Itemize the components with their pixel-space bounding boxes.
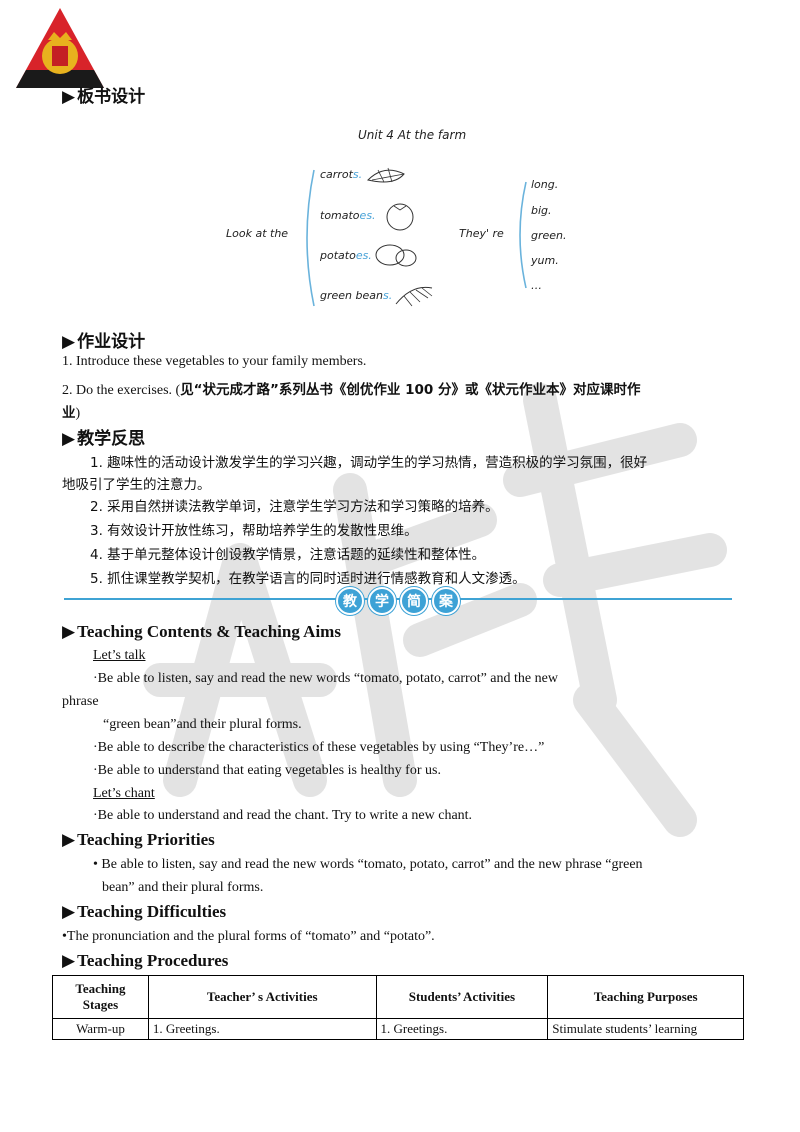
banner-char: 教 <box>336 587 364 615</box>
triangle-bullet-icon: ▶ <box>62 332 76 351</box>
potato-sketch-icon <box>375 244 417 267</box>
reflection-item-1: 1. 趣味性的活动设计激发学生的学习兴趣，调动学生的学习热情，营造积极的学习氛围… <box>90 455 648 471</box>
reflection-item-5: 5. 抓住课堂教学契机，在教学语言的同时适时进行情感教育和人文渗透。 <box>90 571 526 587</box>
priorities-heading: ▶Teaching Priorities <box>62 830 215 849</box>
table-cell: 1. Greetings. <box>375 1018 549 1040</box>
board-adj-long: long. <box>531 178 559 191</box>
talk-line-1-cont: phrase <box>62 694 99 709</box>
triangle-bullet-icon: ▶ <box>62 429 76 448</box>
board-look-at-the: Look at the <box>226 227 289 240</box>
right-brace-icon <box>519 181 527 289</box>
contents-heading: ▶Teaching Contents & Teaching Aims <box>62 622 341 641</box>
banner-char: 学 <box>368 587 396 615</box>
lesson-plan-banner: 教 学 简 案 <box>328 587 468 615</box>
triangle-bullet-icon: ▶ <box>62 622 76 641</box>
tomato-sketch-icon <box>386 203 414 231</box>
board-word-potatoes: potatoes. <box>320 249 372 262</box>
talk-line-2: “green bean”and their plural forms. <box>103 717 302 732</box>
reflection-item-1-cont: 地吸引了学生的注意力。 <box>62 477 211 493</box>
talk-line-3: ·Be able to describe the characteristics… <box>93 740 545 755</box>
table-cell: 1. Greetings. <box>147 1018 377 1040</box>
talk-line-4: ·Be able to understand that eating veget… <box>93 763 441 778</box>
board-theyre: They' re <box>459 227 504 240</box>
table-row: Warm-up 1. Greetings. 1. Greetings. Stim… <box>52 1018 744 1040</box>
triangle-bullet-icon: ▶ <box>62 830 76 849</box>
carrot-sketch-icon <box>367 167 405 183</box>
board-design-heading: ▶板书设计 <box>62 87 146 106</box>
left-brace-icon <box>306 169 315 307</box>
banner-char: 简 <box>400 587 428 615</box>
board-word-tomatoes: tomatoes. <box>320 209 376 222</box>
board-word-green-beans: green beans. <box>320 289 393 302</box>
reflection-heading: ▶教学反思 <box>62 429 146 448</box>
board-adj-big: big. <box>531 204 552 217</box>
reflection-item-3: 3. 有效设计开放性练习，帮助培养学生的发散性思维。 <box>90 523 418 539</box>
board-adj-yum: yum. <box>531 254 559 267</box>
board-adj-green: green. <box>531 229 567 242</box>
green-bean-sketch-icon <box>395 286 433 307</box>
lets-chant-label: Let’s chant <box>93 786 155 801</box>
table-header-row: Teaching Stages Teacher’ s Activities St… <box>52 975 744 1019</box>
procedures-table: Teaching Stages Teacher’ s Activities St… <box>52 975 744 1040</box>
board-adj-ellipsis: … <box>531 279 542 292</box>
table-cell: Stimulate students’ learning <box>547 1018 744 1040</box>
priorities-line-2: bean” and their plural forms. <box>102 880 264 895</box>
chant-line: ·Be able to understand and read the chan… <box>93 808 473 823</box>
homework-item-2: 2. Do the exercises. (见“状元成才路”系列丛书《创优作业 … <box>62 382 641 398</box>
col-teacher-activities: Teacher’ s Activities <box>147 975 377 1019</box>
triangle-bullet-icon: ▶ <box>62 951 76 970</box>
banner-char: 案 <box>432 587 460 615</box>
priorities-line-1: • Be able to listen, say and read the ne… <box>93 857 643 872</box>
lets-talk-label: Let’s talk <box>93 648 146 663</box>
crown-shield-logo-icon <box>16 8 104 88</box>
col-teaching-purposes: Teaching Purposes <box>547 975 744 1019</box>
section-divider <box>64 598 732 600</box>
procedures-heading: ▶Teaching Procedures <box>62 951 229 970</box>
board-word-carrots: carrots. <box>320 168 363 181</box>
talk-line-1: ·Be able to listen, say and read the new… <box>93 671 558 686</box>
difficulties-heading: ▶Teaching Difficulties <box>62 902 227 921</box>
col-students-activities: Students’ Activities <box>375 975 549 1019</box>
triangle-bullet-icon: ▶ <box>62 87 76 106</box>
homework-item-2-cont: 业) <box>62 405 81 421</box>
reflection-item-2: 2. 采用自然拼读法教学单词，注意学生学习方法和学习策略的培养。 <box>90 499 499 515</box>
board-unit-title: Unit 4 At the farm <box>358 128 467 142</box>
homework-item-1: 1. Introduce these vegetables to your fa… <box>62 354 367 369</box>
triangle-bullet-icon: ▶ <box>62 902 76 921</box>
reflection-item-4: 4. 基于单元整体设计创设教学情景，注意话题的延续性和整体性。 <box>90 547 486 563</box>
col-teaching-stages: Teaching Stages <box>52 975 149 1019</box>
homework-heading: ▶作业设计 <box>62 332 146 351</box>
difficulties-line: •The pronunciation and the plural forms … <box>62 929 435 944</box>
table-cell: Warm-up <box>52 1018 149 1040</box>
